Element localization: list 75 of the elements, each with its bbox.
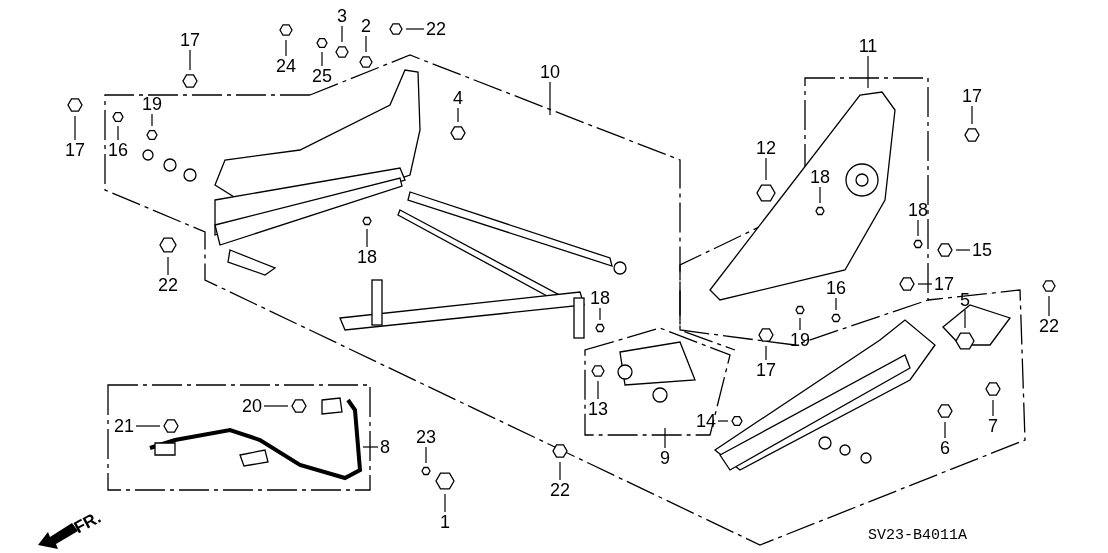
callout-number: 19 <box>789 331 811 349</box>
callout-number: 19 <box>141 95 163 113</box>
leader-line <box>944 421 946 439</box>
leader-line <box>321 51 323 67</box>
callout-number: 3 <box>336 7 348 25</box>
leader-line <box>263 405 289 407</box>
callout-number: 6 <box>939 439 951 457</box>
callout-number: 1 <box>439 513 451 531</box>
leader-line <box>799 317 801 331</box>
leader-line <box>599 307 601 321</box>
leader-line <box>917 219 919 237</box>
leader-line <box>867 55 869 89</box>
leader-line <box>971 105 973 125</box>
callout-number: 18 <box>809 168 831 186</box>
callout-number: 16 <box>107 141 129 159</box>
callout-number: 5 <box>959 291 971 309</box>
callout-number: 18 <box>589 289 611 307</box>
leader-line <box>362 446 379 448</box>
callout-number: 21 <box>113 417 135 435</box>
leader-line <box>285 39 287 57</box>
leader-line <box>835 297 837 311</box>
leader-line <box>549 81 551 116</box>
callout-number: 17 <box>933 275 955 293</box>
callout-number: 18 <box>907 201 929 219</box>
callout-number: 13 <box>587 400 609 418</box>
leader-line <box>365 35 367 53</box>
leader-line <box>425 446 427 464</box>
callout-number: 7 <box>987 417 999 435</box>
callout-number: 2 <box>360 17 372 35</box>
callout-number: 18 <box>356 248 378 266</box>
leader-line <box>151 113 153 127</box>
leader-line <box>405 28 425 30</box>
leader-line <box>117 125 119 141</box>
leader-line <box>597 380 599 400</box>
callout-number: 22 <box>1038 317 1060 335</box>
callout-number: 17 <box>64 141 86 159</box>
callout-number: 12 <box>755 139 777 157</box>
callout-number: 15 <box>971 241 993 259</box>
leader-line <box>135 425 161 427</box>
leader-line <box>366 228 368 248</box>
leader-line <box>457 107 459 123</box>
leader-line <box>444 493 446 513</box>
leader-line <box>992 399 994 417</box>
callout-number: 11 <box>857 37 879 55</box>
callout-number: 17 <box>179 31 201 49</box>
direction-label: FR. <box>70 507 105 539</box>
leader-line <box>189 49 191 71</box>
leader-line <box>664 427 666 449</box>
callout-number: 17 <box>961 87 983 105</box>
leader-line <box>559 461 561 481</box>
leader-line <box>964 309 966 329</box>
leader-line <box>74 115 76 141</box>
leader-line <box>167 256 169 276</box>
callout-number: 9 <box>659 449 671 467</box>
diagram-code: SV23-B4011A <box>868 527 968 544</box>
callout-number: 17 <box>755 361 777 379</box>
callout-number: 23 <box>415 428 437 446</box>
callout-number: 20 <box>241 397 263 415</box>
leader-line <box>1048 295 1050 317</box>
callout-number: 16 <box>825 279 847 297</box>
leader-line <box>765 345 767 361</box>
leader-line <box>341 25 343 43</box>
callout-number: 22 <box>549 481 571 499</box>
callout-number: 22 <box>157 276 179 294</box>
callout-number: 25 <box>311 67 333 85</box>
leader-line <box>955 249 971 251</box>
leader-line <box>765 157 767 181</box>
leader-line <box>917 283 933 285</box>
callout-number: 4 <box>452 89 464 107</box>
callout-number: 8 <box>379 438 391 456</box>
callout-number: 24 <box>275 57 297 75</box>
callout-number: 22 <box>425 20 447 38</box>
callout-number: 10 <box>539 63 561 81</box>
leader-line <box>717 420 729 422</box>
leader-line <box>819 186 821 204</box>
